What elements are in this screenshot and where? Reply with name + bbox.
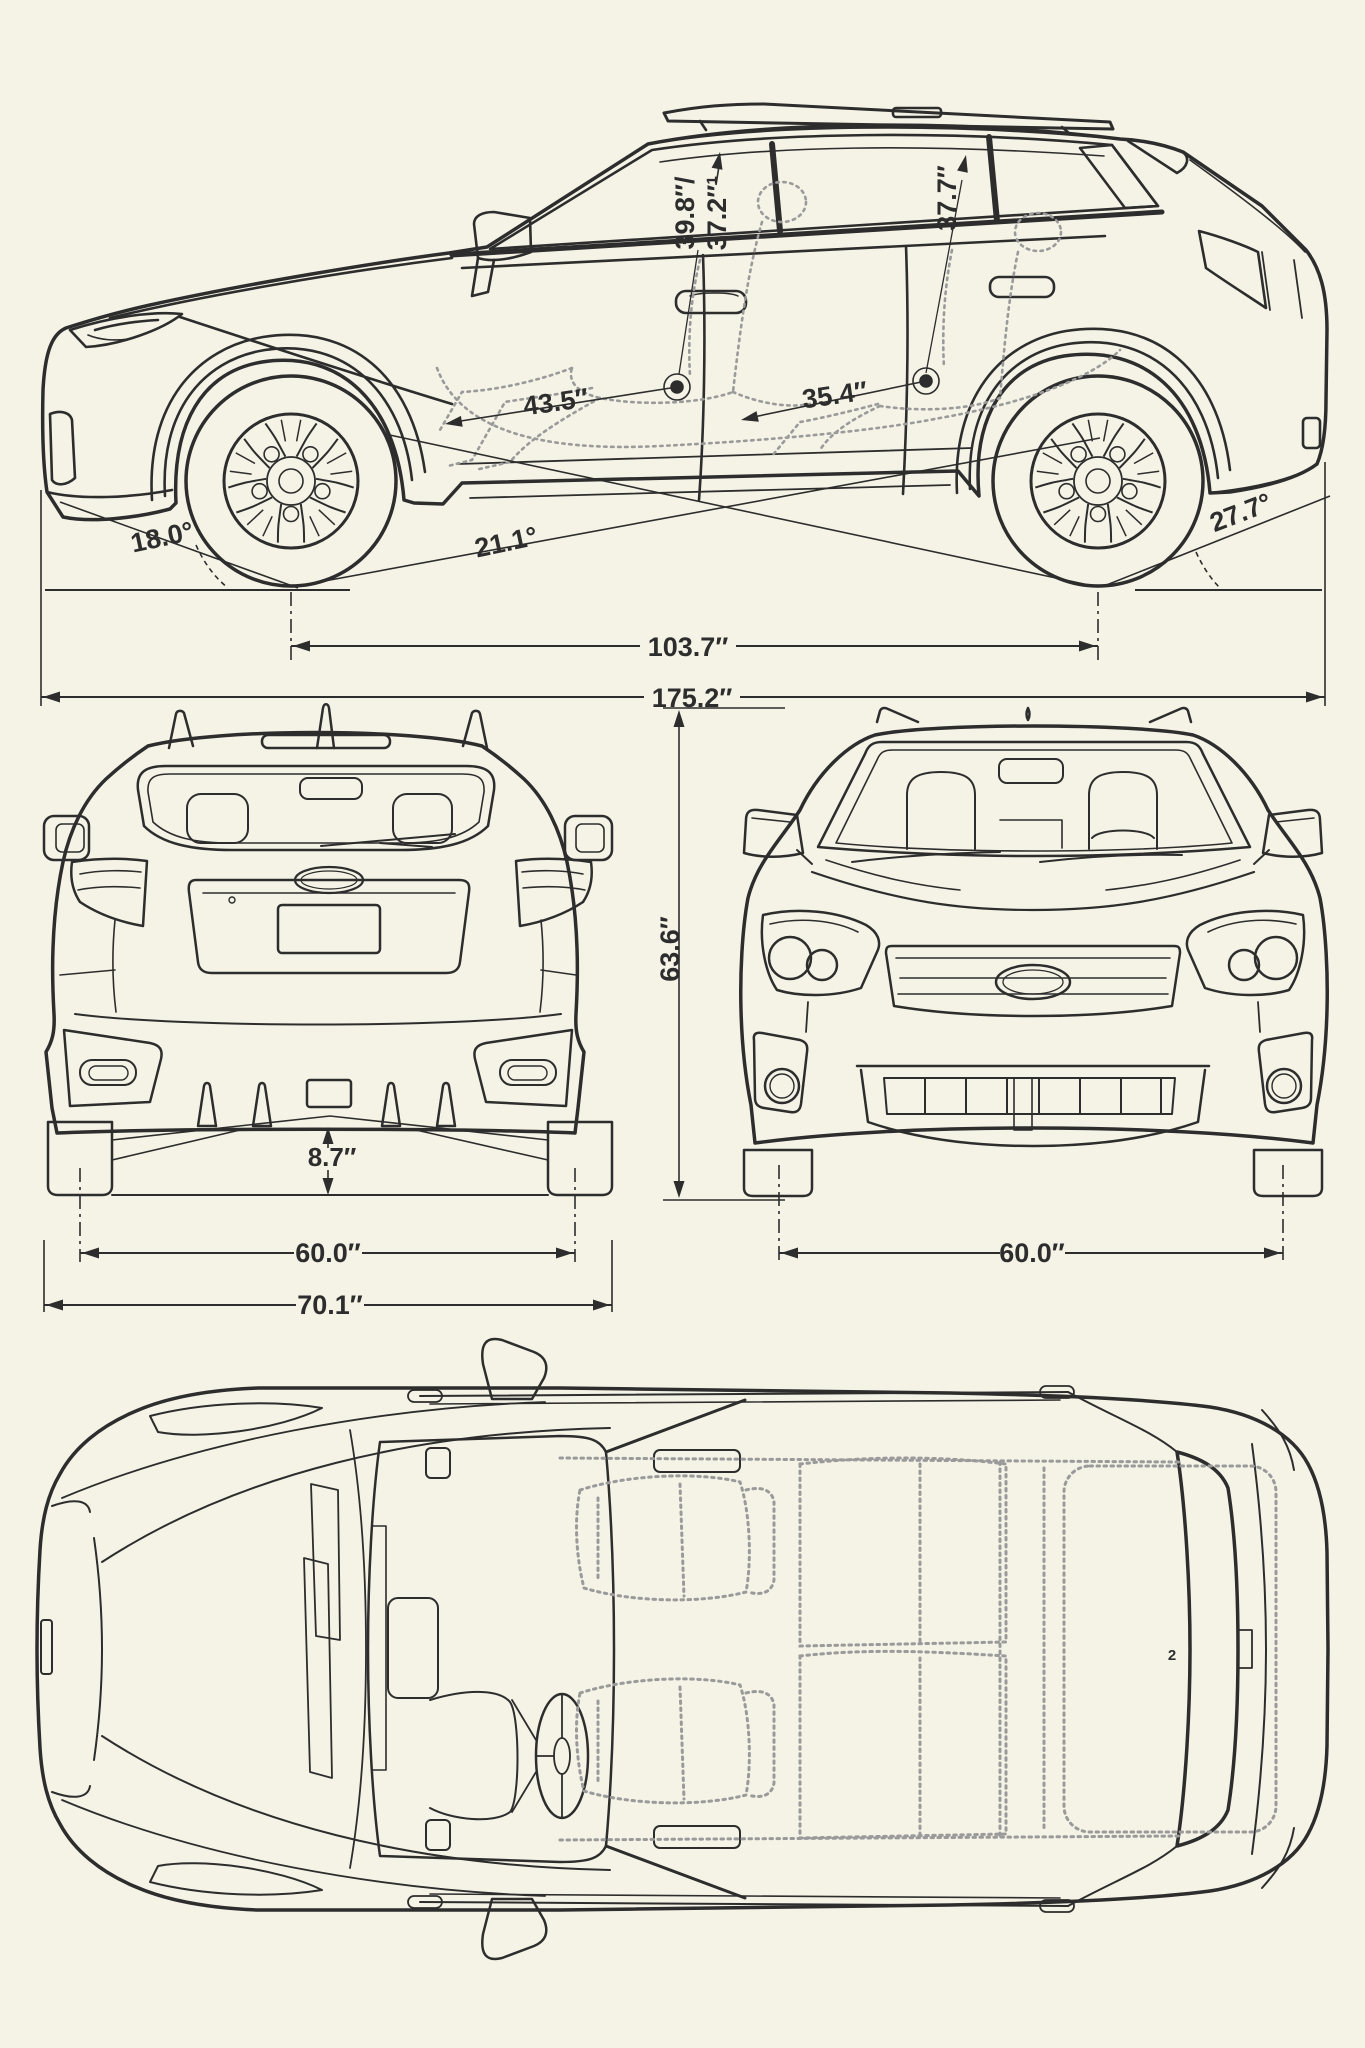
svg-text:70.1″: 70.1″ bbox=[297, 1290, 363, 1320]
svg-text:60.0″: 60.0″ bbox=[295, 1238, 361, 1268]
svg-text:8.7″: 8.7″ bbox=[308, 1142, 357, 1172]
svg-text:37.7″: 37.7″ bbox=[932, 165, 962, 231]
svg-text:2: 2 bbox=[1168, 1647, 1176, 1664]
svg-text:39.8″/: 39.8″/ bbox=[670, 176, 700, 249]
svg-text:60.0″: 60.0″ bbox=[999, 1238, 1065, 1268]
svg-text:37.2″¹: 37.2″¹ bbox=[702, 176, 732, 250]
svg-text:63.6″: 63.6″ bbox=[655, 916, 685, 982]
svg-text:103.7″: 103.7″ bbox=[648, 632, 729, 662]
